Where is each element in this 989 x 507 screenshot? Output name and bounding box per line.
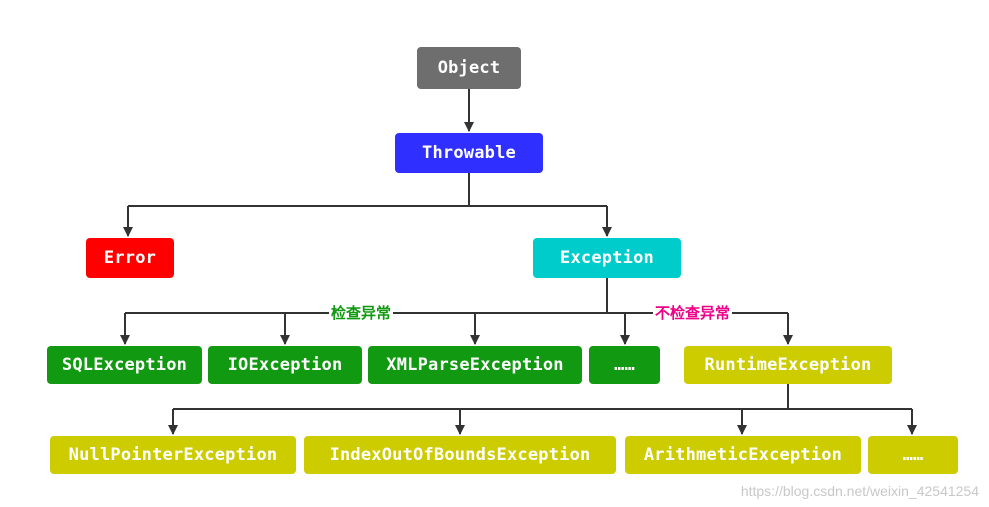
node-error: Error bbox=[86, 238, 174, 278]
node-nullpointerexception: NullPointerException bbox=[50, 436, 296, 474]
node-exception: Exception bbox=[533, 238, 681, 278]
node-ioexception: IOException bbox=[208, 346, 362, 384]
watermark: https://blog.csdn.net/weixin_42541254 bbox=[740, 483, 979, 499]
node-xmlparseexception: XMLParseException bbox=[368, 346, 582, 384]
node-object: Object bbox=[417, 47, 521, 89]
node-arithmeticexception: ArithmeticException bbox=[625, 436, 861, 474]
node-checked-more: …… bbox=[589, 346, 660, 384]
checked-exception-label: 检查异常 bbox=[329, 304, 394, 322]
unchecked-exception-label: 不检查异常 bbox=[653, 304, 733, 322]
node-runtimeexception: RuntimeException bbox=[684, 346, 892, 384]
node-throwable: Throwable bbox=[395, 133, 543, 173]
node-unchecked-more: …… bbox=[868, 436, 958, 474]
node-indexoutofboundsexception: IndexOutOfBoundsException bbox=[304, 436, 616, 474]
node-sqlexception: SQLException bbox=[47, 346, 202, 384]
